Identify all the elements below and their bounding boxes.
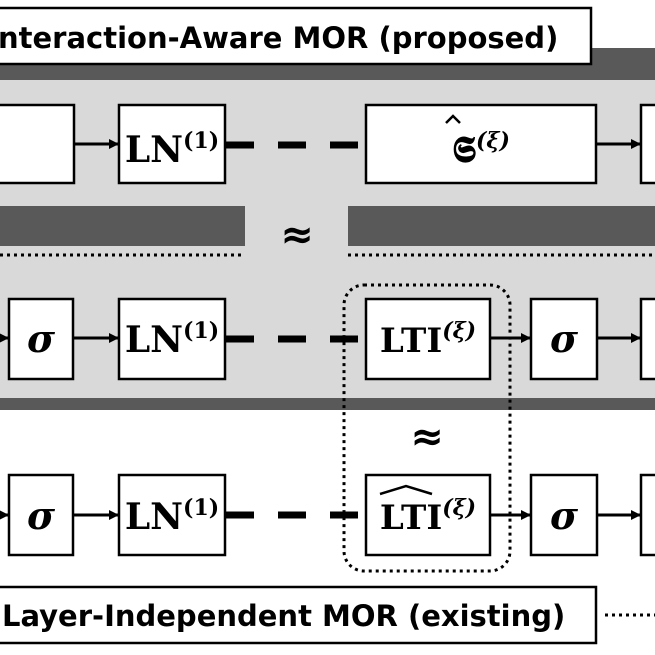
row1-s-hat-box <box>364 103 598 185</box>
approx-symbol-upper: ≈ <box>280 212 314 258</box>
row3-sigma-label: σ <box>27 493 56 538</box>
row2-sigma-box <box>7 297 75 381</box>
row3-lti-hat-box <box>364 473 492 557</box>
row1-s-hat-accent <box>445 114 461 124</box>
middle-band-right <box>348 206 655 246</box>
bottom-title: Layer-Independent MOR (existing) <box>2 599 565 633</box>
row3-right-partial-box <box>639 473 655 557</box>
middle-band-left <box>0 206 245 246</box>
row3-ln-label: LN(1) <box>125 495 219 538</box>
top-title: nteraction-Aware MOR (proposed) <box>0 21 558 55</box>
approx-symbol-lower: ≈ <box>410 414 444 460</box>
row1-ln-label: LN(1) <box>125 128 219 171</box>
row2-ln-box <box>117 297 227 381</box>
row2-lti-box <box>364 297 492 381</box>
row3-sigma-right-label: σ <box>550 493 579 538</box>
row1-left-partial-box <box>0 103 76 185</box>
lti-correspondence-dotted-outline <box>342 283 512 573</box>
bottom-dark-band <box>0 398 655 410</box>
row3-lti-hat-accent <box>379 484 433 496</box>
bottom-title-box <box>0 585 598 645</box>
row2-sigma-label: σ <box>27 316 56 361</box>
row3-sigma-right-box <box>529 473 599 557</box>
row1-right-partial-box <box>639 103 655 185</box>
row2-sigma-right-label: σ <box>550 316 579 361</box>
row2-right-partial-box <box>639 297 655 381</box>
row3-lti-hat-label: LTI(ξ) <box>380 495 476 538</box>
row3-ln-box <box>117 473 227 557</box>
row2-lti-label: LTI(ξ) <box>380 318 476 361</box>
top-title-box <box>0 6 593 66</box>
row2-ln-label: LN(1) <box>125 318 219 361</box>
row1-ln-box <box>117 103 227 185</box>
row1-s-hat-label: 𝕾(ξ) <box>452 128 510 171</box>
